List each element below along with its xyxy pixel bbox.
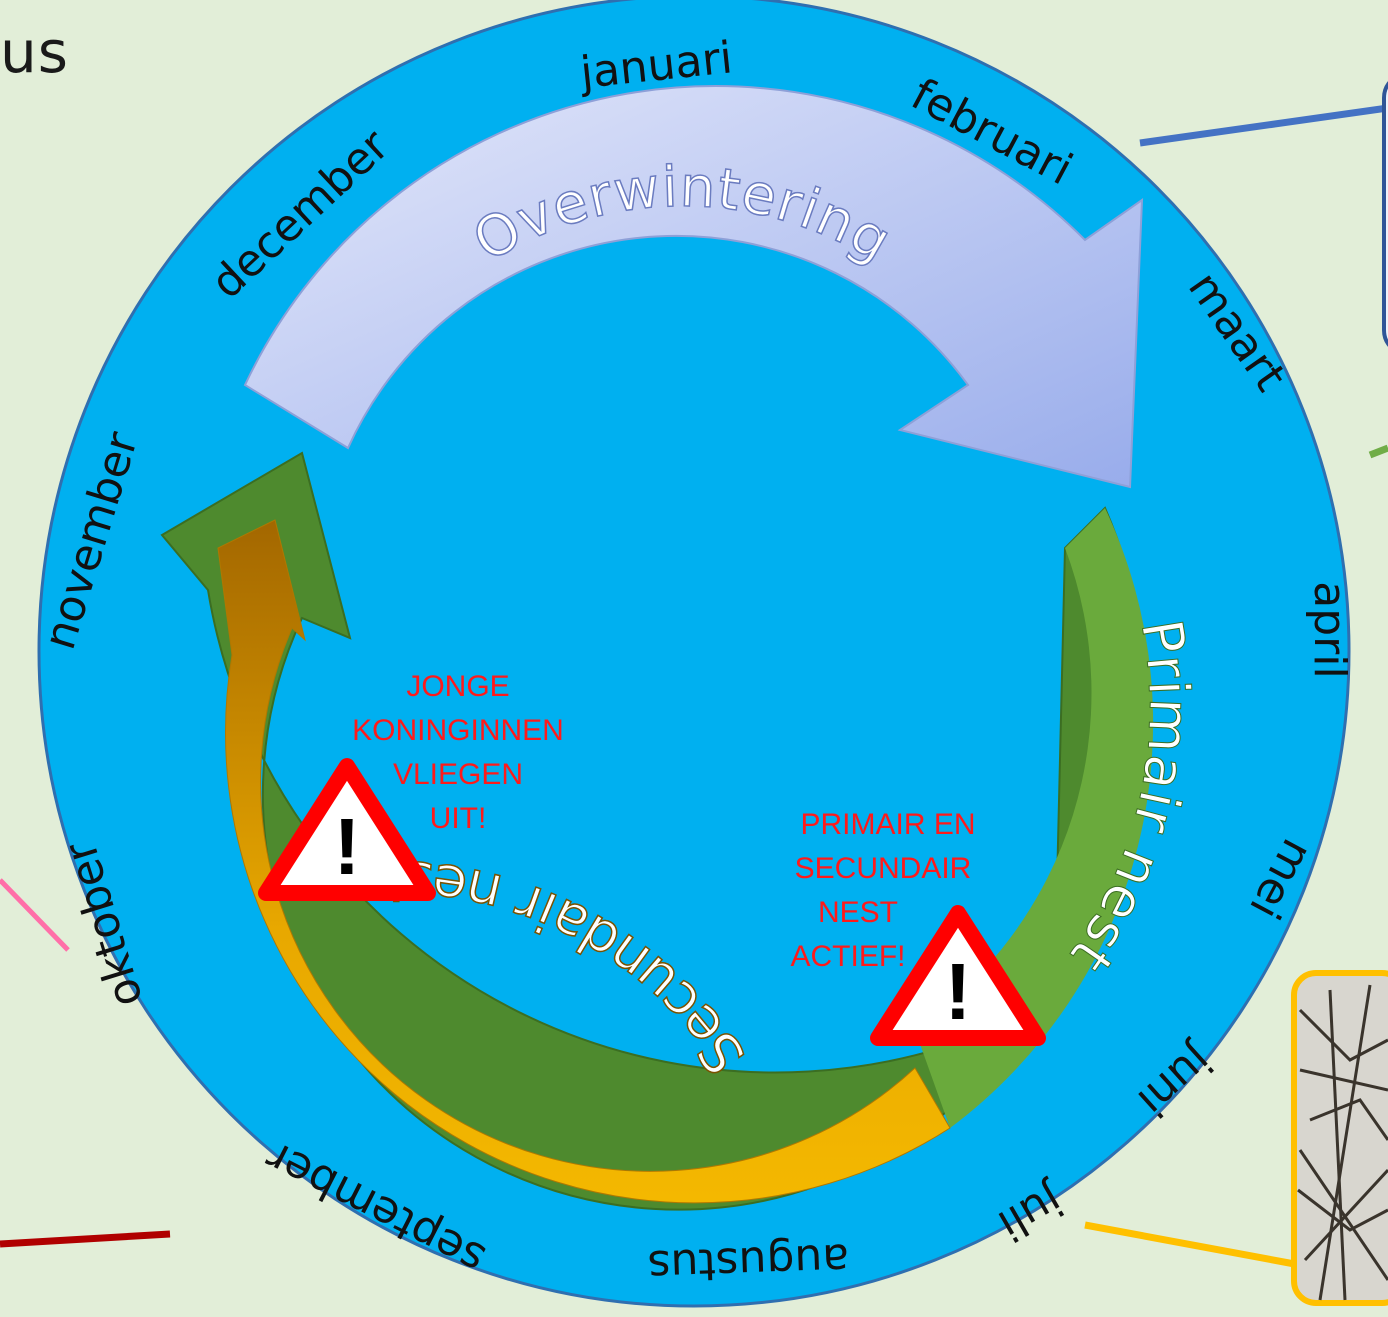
secondary-nest-arrow (217, 519, 951, 1204)
exclamation-icon: ! (334, 802, 361, 891)
warning-nests: PRIMAIR EN SECUNDAIR NEST ACTIEF! ! (790, 808, 1046, 1046)
warning-queens-line: KONINGINNEN (352, 714, 564, 747)
warning-triangle-icon: ! (870, 905, 1046, 1046)
connector-yellow (1084, 1221, 1301, 1269)
warning-nests-line: PRIMAIR EN (800, 808, 975, 841)
photo-thumbnail (1291, 970, 1388, 1306)
callout-box-top (1382, 81, 1388, 347)
primary-nest-arrow (915, 508, 1154, 1128)
warning-queens-line: UIT! (430, 802, 487, 835)
warning-nests-line: NEST (818, 896, 898, 929)
connector-green (1368, 444, 1388, 459)
warning-triangle-icon: ! (258, 758, 436, 901)
overwintering-arrow (243, 85, 1144, 489)
warning-nests-line: ACTIEF! (790, 940, 905, 973)
warning-queens-line: JONGE (406, 670, 509, 703)
connector-blue (1139, 104, 1388, 147)
month-label: augustus (647, 1233, 850, 1291)
warning-nests-line: SECUNDAIR (795, 852, 972, 885)
warning-queens-line: VLIEGEN (393, 758, 523, 791)
partial-title: us (0, 18, 69, 86)
connector-lines (0, 104, 1388, 1269)
exclamation-icon: ! (945, 947, 972, 1036)
connector-darkred (0, 1230, 171, 1248)
warning-queens: JONGE KONINGINNEN VLIEGEN UIT! ! (258, 670, 564, 901)
connector-pink (0, 878, 70, 952)
month-label: april (1304, 581, 1355, 678)
